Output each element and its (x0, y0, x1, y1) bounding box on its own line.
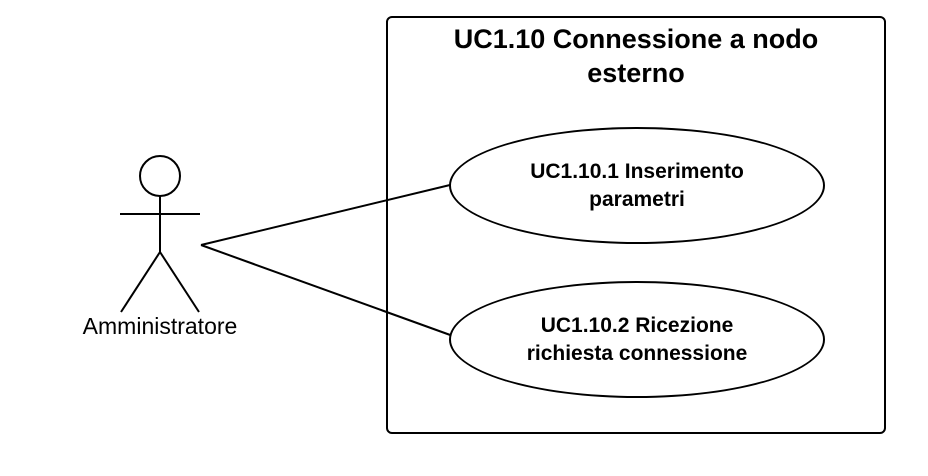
system-title: UC1.10 Connessione a nodo esterno (453, 24, 819, 88)
use-case-label: UC1.10.2 Ricezione richiesta connessione (526, 313, 748, 365)
actor-right-leg (159, 251, 200, 313)
use-case-inserimento-parametri: UC1.10.1 Inserimento parametri (449, 127, 825, 244)
system-boundary (386, 16, 886, 434)
actor-left-leg (120, 251, 161, 313)
use-case-label: UC1.10.1 Inserimento parametri (530, 159, 744, 211)
association-line-uc2 (200, 244, 454, 337)
actor-label: Amministratore (82, 313, 238, 339)
actor-head (139, 155, 181, 197)
actor-figure (120, 155, 200, 313)
association-line-uc1 (200, 184, 451, 246)
use-case-ricezione-richiesta: UC1.10.2 Ricezione richiesta connessione (449, 281, 825, 398)
